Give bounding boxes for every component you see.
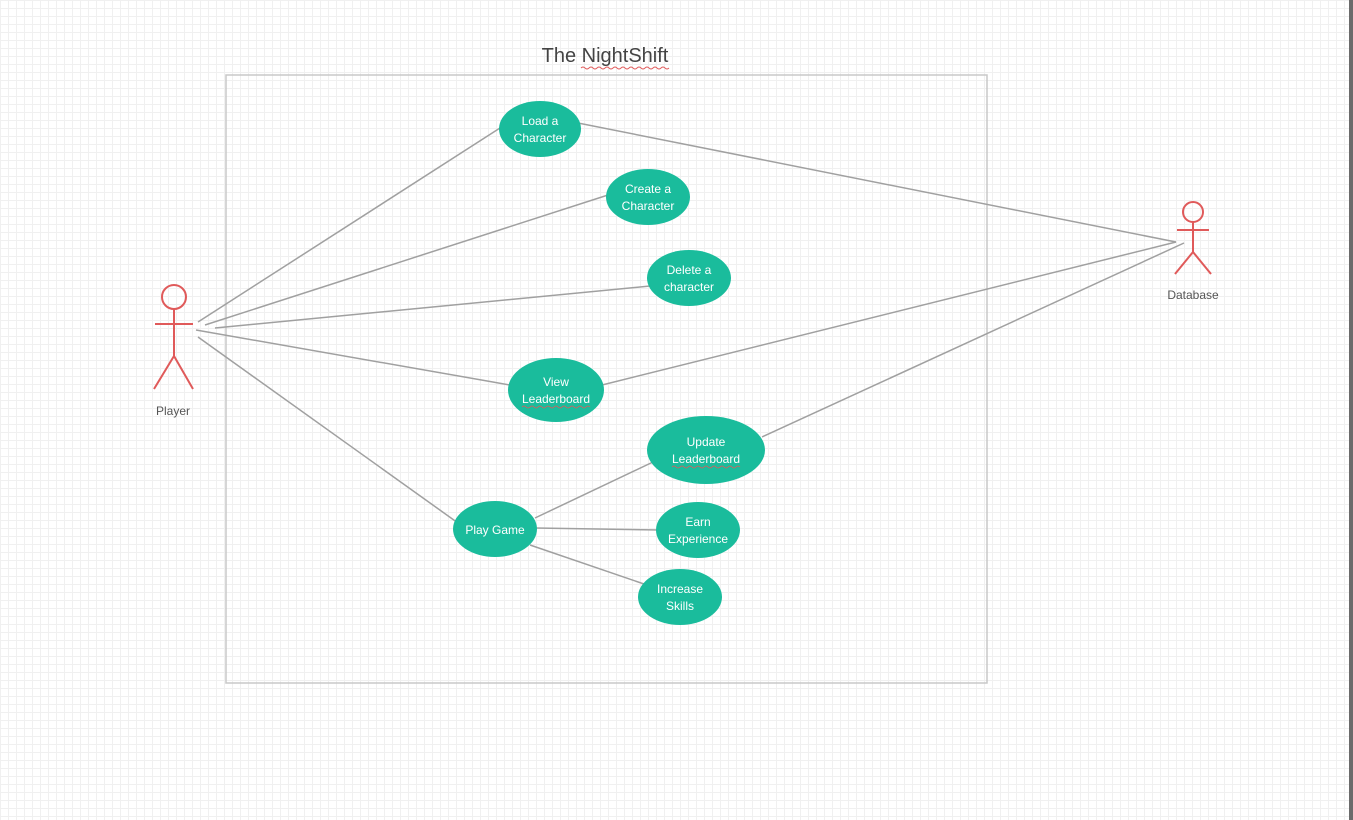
connector-player-view-leaderboard[interactable]: [195, 329, 511, 386]
actor-label: Player: [156, 404, 190, 418]
usecase-create-character[interactable]: Create a Character: [606, 169, 690, 225]
usecase-label-line2: Character: [514, 131, 567, 145]
usecase-label-line2: Leaderboard: [672, 452, 740, 466]
usecase-update-leaderboard[interactable]: Update Leaderboard: [647, 416, 765, 484]
usecase-label-line1: Load a: [522, 114, 559, 128]
connector-update-leaderboard-database[interactable]: [761, 242, 1185, 438]
connector-player-delete-character[interactable]: [214, 285, 651, 329]
connector-load-character-database[interactable]: [567, 120, 1177, 243]
usecase-label-line2: Skills: [666, 599, 694, 613]
usecase-label-line1: Increase: [657, 582, 703, 596]
connector-player-load-character[interactable]: [197, 127, 501, 323]
usecase-delete-character[interactable]: Delete a character: [647, 250, 731, 306]
system-boundary[interactable]: [225, 74, 988, 684]
usecase-label-line1: View: [543, 375, 569, 389]
usecase-label-line1: Earn: [685, 515, 710, 529]
usecase-view-leaderboard[interactable]: View Leaderboard: [508, 358, 604, 422]
stick-figure-icon: [153, 284, 194, 390]
usecase-label: Play Game: [465, 523, 525, 537]
usecase-label-line2: character: [664, 280, 714, 294]
actor-label: Database: [1167, 288, 1219, 302]
usecase-label-line2: Leaderboard: [522, 392, 590, 406]
scrollbar-edge[interactable]: [1349, 0, 1353, 820]
connector-play-game-update-leaderboard[interactable]: [534, 461, 654, 519]
usecase-label-line1: Create a: [625, 182, 671, 196]
usecase-label-line2: Experience: [668, 532, 728, 546]
spellcheck-underline: [521, 405, 591, 409]
spellcheck-underline: [671, 465, 741, 469]
actor-database[interactable]: Database: [1167, 201, 1219, 302]
usecase-increase-skills[interactable]: Increase Skills: [638, 569, 722, 625]
connector-player-create-character[interactable]: [204, 194, 609, 326]
player-connectors: [195, 127, 651, 524]
usecase-label-line1: Delete a: [667, 263, 712, 277]
usecase-play-game[interactable]: Play Game: [453, 501, 537, 557]
usecase-earn-experience[interactable]: Earn Experience: [656, 502, 740, 558]
usecase-label-line2: Character: [622, 199, 675, 213]
title-spellcheck-underline: [580, 66, 670, 70]
usecase-load-character[interactable]: Load a Character: [499, 101, 581, 157]
stick-figure-icon: [1174, 201, 1212, 275]
diagram-title[interactable]: The NightShift: [542, 45, 669, 67]
actor-player[interactable]: Player: [153, 284, 194, 418]
connector-play-game-increase-skills[interactable]: [529, 544, 645, 585]
usecase-label-line1: Update: [687, 435, 726, 449]
connector-play-game-earn-experience[interactable]: [534, 527, 661, 531]
play-game-connectors: [529, 461, 661, 585]
connector-player-play-game[interactable]: [197, 336, 459, 524]
connector-view-leaderboard-database[interactable]: [601, 241, 1177, 386]
database-connectors: [567, 120, 1185, 438]
